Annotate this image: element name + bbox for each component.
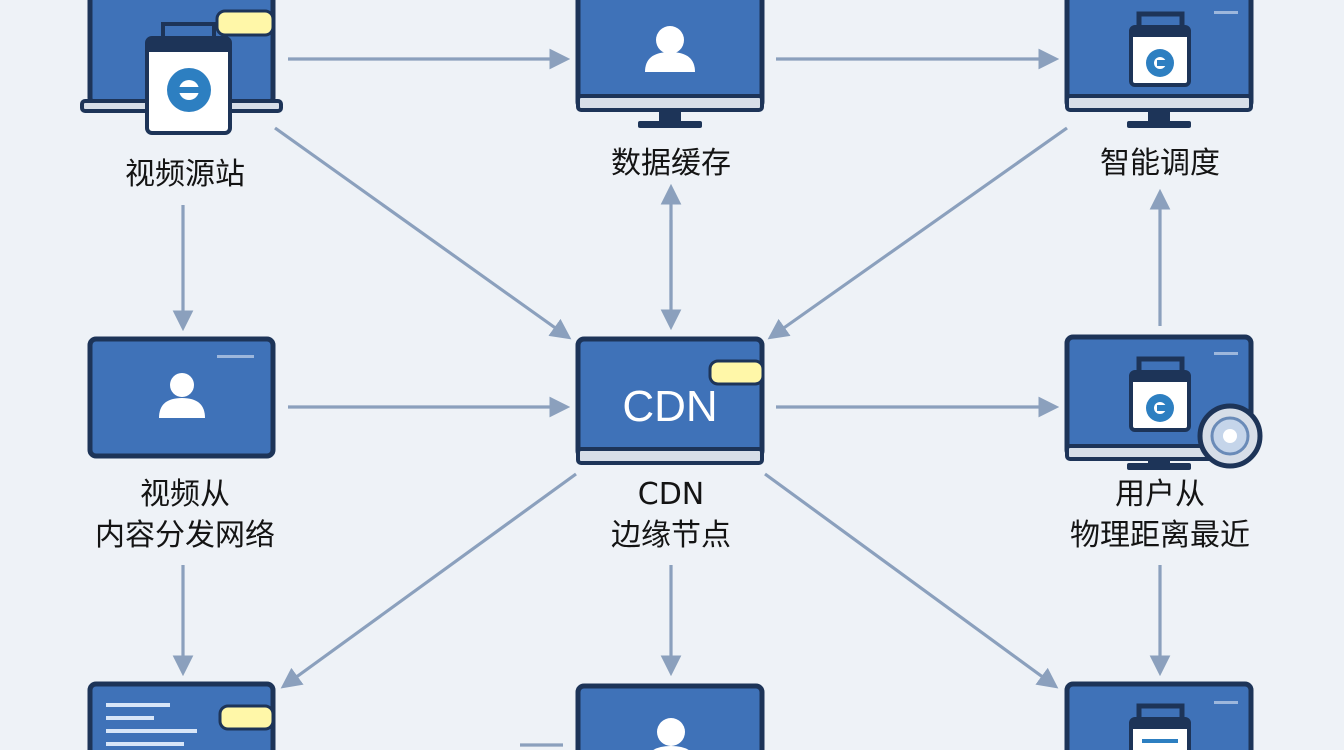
node-bottom-center (575, 683, 765, 750)
cdn-screen-text: CDN (622, 382, 717, 431)
tablet-lock-icon (145, 22, 232, 135)
monitor-bezel (576, 94, 764, 112)
lock-icon (1129, 11, 1191, 87)
node-user-nearest (1064, 334, 1263, 470)
globe-icon (1197, 403, 1263, 469)
monitor-stand (659, 110, 681, 122)
node-smart-scheduling (1064, 0, 1254, 128)
node-data-cache (575, 0, 765, 128)
tag-badge (708, 359, 765, 386)
arrow-scheduling-to-cdn (767, 126, 1068, 340)
arrow-cdn-to-bottom-left (280, 472, 577, 689)
menu-line (217, 355, 254, 358)
label-cdn-edge: CDN 边缘节点 (541, 474, 801, 556)
label-cdn-edge-line2: 边缘节点 (611, 518, 731, 553)
user-icon (159, 373, 205, 418)
connectors (172, 48, 1171, 747)
lock-icon (1129, 356, 1191, 432)
node-bottom-left (87, 681, 276, 750)
label-video-origin: 视频源站 (55, 154, 315, 195)
tag-badge (218, 704, 275, 731)
monitor-screen (575, 683, 765, 750)
label-user-nearest-line1: 用户从 (1115, 477, 1205, 512)
label-video-from-cdn-line2: 内容分发网络 (95, 518, 275, 553)
label-user-nearest: 用户从 物理距离最近 (1030, 474, 1290, 556)
label-video-from-cdn: 视频从 内容分发网络 (55, 474, 315, 556)
monitor-bezel (576, 447, 764, 465)
laptop-screen (87, 336, 276, 459)
menu-line (1214, 701, 1238, 704)
laptop-screen (87, 681, 276, 750)
node-video-origin (80, 0, 283, 135)
monitor-stand-base (1127, 121, 1191, 128)
label-video-origin-text: 视频源站 (125, 157, 245, 192)
user-icon (645, 26, 695, 72)
user-icon (653, 718, 689, 750)
monitor-stand (1148, 459, 1170, 464)
label-smart-scheduling: 智能调度 (1030, 143, 1290, 184)
monitor-bezel (1065, 94, 1253, 112)
monitor-stand (1148, 110, 1170, 122)
text-lines-icon (106, 703, 197, 746)
label-video-from-cdn-line1: 视频从 (140, 477, 230, 512)
lock-icon (1129, 703, 1191, 750)
monitor-stand-base (638, 121, 702, 128)
node-video-from-cdn (87, 336, 276, 459)
node-bottom-right (1064, 681, 1254, 750)
menu-line (1214, 11, 1238, 14)
monitor-stand-base (1127, 463, 1191, 470)
node-cdn-edge: CDN (575, 336, 765, 465)
label-data-cache: 数据缓存 (541, 143, 801, 184)
arrow-origin-to-cdn (274, 126, 572, 340)
label-data-cache-text: 数据缓存 (611, 146, 731, 181)
menu-line (1214, 352, 1238, 355)
label-smart-scheduling-text: 智能调度 (1100, 146, 1220, 181)
label-cdn-edge-line1: CDN (637, 477, 705, 512)
label-user-nearest-line2: 物理距离最近 (1070, 518, 1250, 553)
arrow-cdn-to-bottom-right (764, 472, 1059, 689)
tag-badge (215, 9, 275, 37)
